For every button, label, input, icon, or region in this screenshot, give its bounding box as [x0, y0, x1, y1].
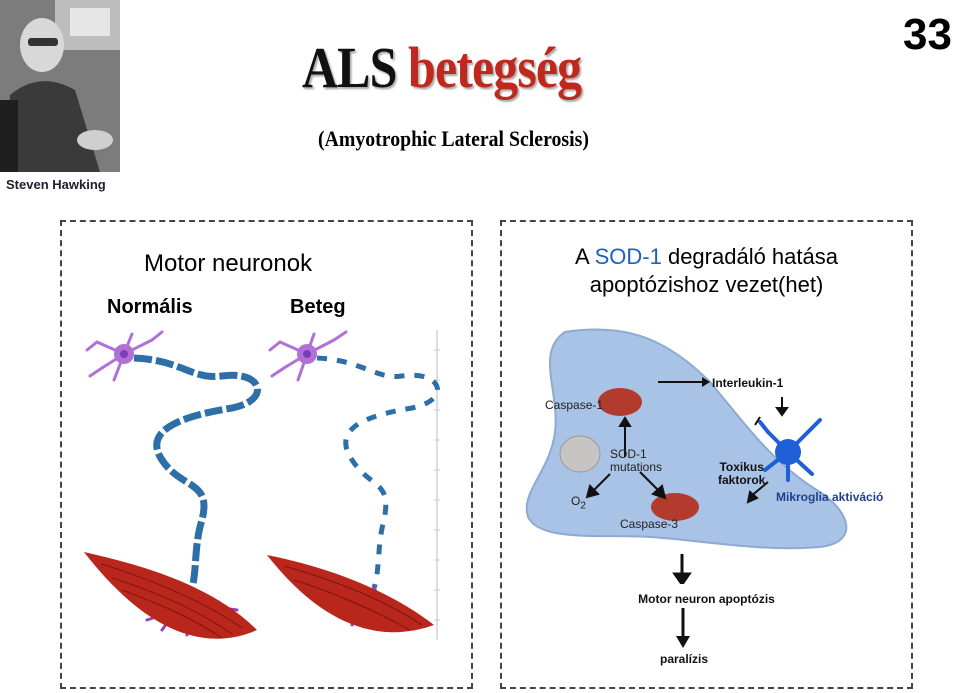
interleukin-label: Interleukin-1 [712, 376, 784, 390]
sod1-panel [500, 220, 913, 689]
hawking-photo [0, 0, 120, 172]
heading-sod1: SOD-1 [594, 244, 662, 269]
neuron-cell-body [525, 328, 848, 550]
microglia-label: Mikroglia aktiváció [776, 490, 884, 504]
apoptosis-label: Motor neuron apoptózis [638, 592, 775, 606]
sod1-heading: A SOD-1 degradáló hatása apoptózishoz ve… [500, 243, 913, 299]
page-title: ALS betegség [302, 34, 582, 101]
paralysis-label: paralízis [660, 652, 709, 666]
heading-suffix: degradáló hatása [661, 244, 838, 269]
sod1-label: SOD-1 [610, 447, 647, 461]
photo-caption: Steven Hawking [6, 177, 106, 192]
normal-label: Normális [107, 296, 193, 318]
microglia-cell [758, 418, 822, 482]
sod1-illustration [525, 328, 848, 584]
page-number: 33 [903, 10, 952, 59]
o2-label: O [571, 494, 581, 508]
heading-line2: apoptózishoz vezet(het) [589, 272, 824, 297]
down-arrow-icon [676, 608, 690, 648]
caspase-3-label: Caspase-3 [620, 517, 679, 531]
muscle-sick [267, 555, 434, 633]
title-als: ALS [302, 35, 397, 100]
sod1-mutations-label: SOD-1 mutations [610, 448, 662, 474]
motor-neuron-illustration [84, 330, 440, 640]
caspase-1-label: Caspase-1 [545, 398, 604, 412]
page-subtitle: (Amyotrophic Lateral Sclerosis) [318, 126, 589, 151]
toxic-line1: Toxikus [719, 460, 764, 474]
mutations-label: mutations [610, 460, 663, 474]
caspase-3-organelle [651, 493, 699, 521]
nucleus-shape [559, 435, 601, 473]
sick-label: Beteg [290, 296, 346, 318]
motor-neuron-panel [60, 220, 473, 689]
title-betegseg: betegség [408, 35, 582, 100]
superoxide-label: O2• [571, 492, 589, 511]
portrait-illustration [0, 0, 120, 172]
toxic-factors-label: Toxikus faktorok [718, 461, 765, 487]
toxic-line2: faktorok [718, 473, 766, 487]
muscle-normal [84, 552, 257, 639]
o2-subscript: 2 [580, 500, 586, 512]
o2-superscript: • [585, 492, 590, 503]
heading-prefix: A [575, 244, 595, 269]
motor-neuron-heading: Motor neuronok [144, 250, 313, 277]
caspase-1-organelle [598, 388, 642, 416]
